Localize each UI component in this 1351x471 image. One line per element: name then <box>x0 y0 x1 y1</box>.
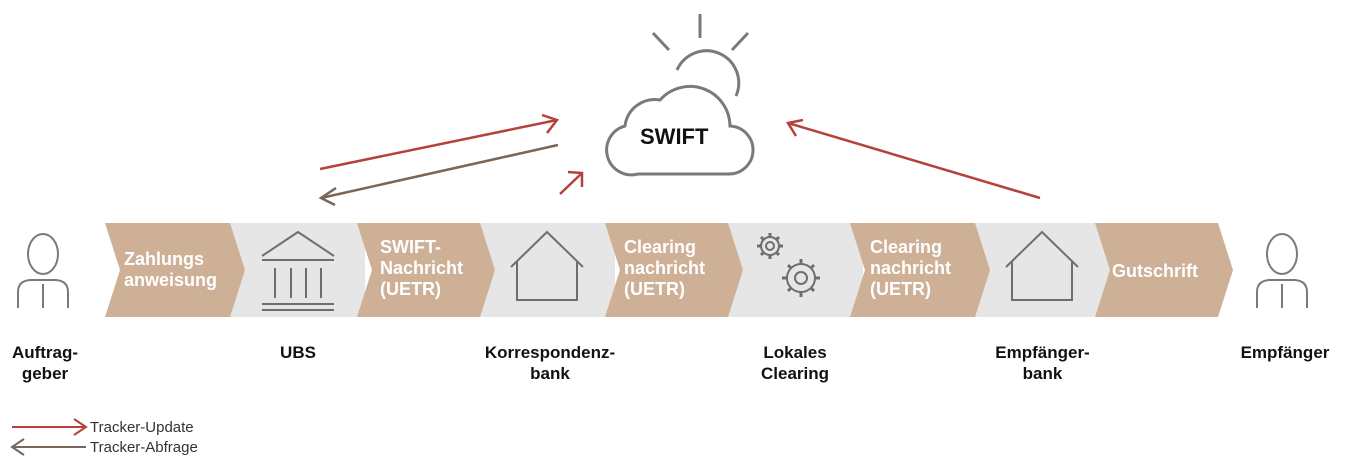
node-label-auftraggeber: Auftrag- geber <box>11 343 79 383</box>
step-chevron-4 <box>850 223 990 317</box>
step-label-clearingnachricht-1: Clearing nachricht (UETR) <box>624 237 706 299</box>
step-chevron-2 <box>357 223 495 317</box>
person-icon <box>17 233 69 308</box>
swift-cloud-label: SWIFT <box>640 124 709 149</box>
house-icon <box>1005 230 1079 301</box>
step-label-clearingnachricht-2: Clearing nachricht (UETR) <box>870 237 952 299</box>
step-label-gutschrift: Gutschrift <box>1112 261 1199 281</box>
step-chevron-1 <box>105 223 245 317</box>
node-block-lokales-clearing <box>728 223 863 317</box>
node-label-empfaenger: Empfänger <box>1240 343 1330 362</box>
cloud-sun-icon <box>605 14 755 177</box>
person-icon <box>1256 233 1308 308</box>
step-chevron-3 <box>605 223 743 317</box>
gears-icon <box>757 233 820 297</box>
legend-query-line <box>10 438 86 456</box>
node-block-korrespondenzbank <box>480 223 615 317</box>
tracker-update-arrows <box>319 113 1041 200</box>
node-label-empfaengerbank: Empfänger- bank <box>995 343 1090 383</box>
bank-icon <box>261 230 335 311</box>
legend-update-line <box>12 418 88 436</box>
legend-query-label: Tracker-Abfrage <box>90 439 198 456</box>
step-chevron-5 <box>1095 223 1233 317</box>
node-label-korrespondenzbank: Korrespondenz- bank <box>484 343 616 383</box>
node-label-ubs: UBS <box>280 343 316 362</box>
step-label-zahlungsanweisung: Zahlungs anweisung <box>124 249 218 290</box>
step-label-swift-nachricht: SWIFT- Nachricht (UETR) <box>380 237 464 299</box>
node-block-ubs <box>230 223 365 317</box>
legend-update-label: Tracker-Update <box>90 419 194 436</box>
node-block-empfaengerbank <box>975 223 1110 317</box>
house-icon <box>510 230 584 301</box>
node-label-lokales-clearing: Lokales Clearing <box>760 343 830 383</box>
tracker-query-arrow <box>318 143 559 207</box>
